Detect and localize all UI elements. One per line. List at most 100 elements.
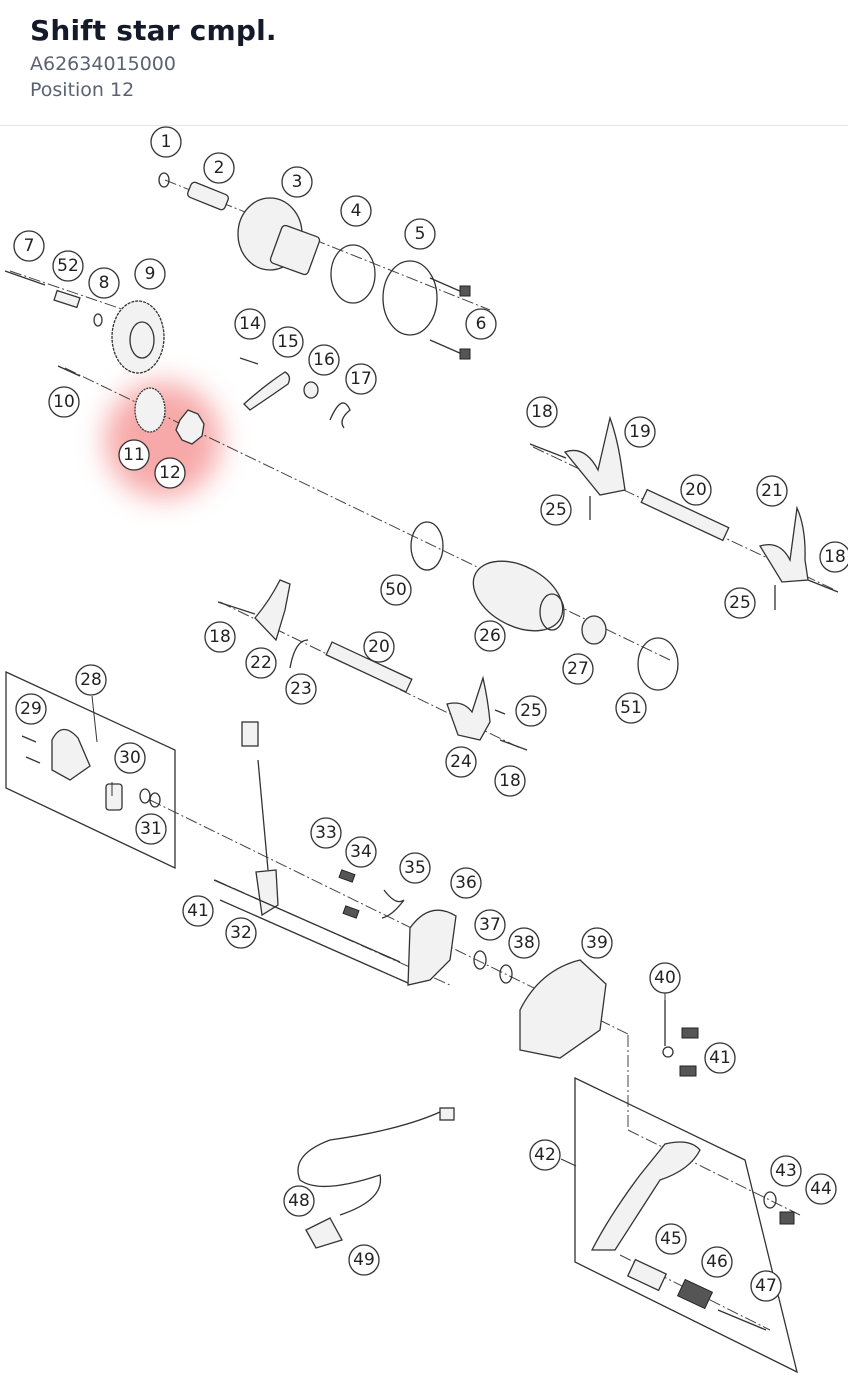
callout-label: 28 xyxy=(80,670,102,690)
callout-32[interactable]: 32 xyxy=(225,917,257,949)
callout-6[interactable]: 6 xyxy=(465,308,497,340)
callout-10[interactable]: 10 xyxy=(48,386,80,418)
callout-49[interactable]: 49 xyxy=(348,1244,380,1276)
callout-label: 45 xyxy=(660,1229,682,1249)
callout-label: 41 xyxy=(187,901,209,921)
callout-18[interactable]: 18 xyxy=(204,621,236,653)
position-label: Position 12 xyxy=(30,79,135,101)
callout-18[interactable]: 18 xyxy=(819,541,848,573)
callout-label: 10 xyxy=(53,392,75,412)
callout-17[interactable]: 17 xyxy=(345,363,377,395)
callout-label: 19 xyxy=(629,422,651,442)
callout-51[interactable]: 51 xyxy=(615,692,647,724)
callout-25[interactable]: 25 xyxy=(540,494,572,526)
callout-11[interactable]: 11 xyxy=(118,439,150,471)
parts xyxy=(4,172,839,1331)
callout-39[interactable]: 39 xyxy=(581,927,613,959)
callout-15[interactable]: 15 xyxy=(272,326,304,358)
callout-38[interactable]: 38 xyxy=(508,927,540,959)
callout-18[interactable]: 18 xyxy=(526,396,558,428)
callout-label: 35 xyxy=(404,858,426,878)
callout-label: 25 xyxy=(729,593,751,613)
callout-label: 51 xyxy=(620,698,642,718)
part-header: Shift star cmpl. A62634015000 Position 1… xyxy=(0,0,848,126)
callout-20[interactable]: 20 xyxy=(680,474,712,506)
callout-29[interactable]: 29 xyxy=(15,693,47,725)
callout-19[interactable]: 19 xyxy=(624,416,656,448)
callout-label: 31 xyxy=(140,819,162,839)
callout-35[interactable]: 35 xyxy=(399,852,431,884)
callout-label: 22 xyxy=(250,653,272,673)
callout-2[interactable]: 2 xyxy=(203,152,235,184)
callout-label: 43 xyxy=(775,1161,797,1181)
callout-label: 1 xyxy=(161,132,172,152)
callout-25[interactable]: 25 xyxy=(724,587,756,619)
callout-46[interactable]: 46 xyxy=(701,1246,733,1278)
callout-41[interactable]: 41 xyxy=(704,1042,736,1074)
callout-label: 44 xyxy=(810,1179,832,1199)
callout-21[interactable]: 21 xyxy=(756,475,788,507)
callout-22[interactable]: 22 xyxy=(245,647,277,679)
callout-label: 12 xyxy=(159,463,181,483)
callout-52[interactable]: 52 xyxy=(52,250,84,282)
callout-18[interactable]: 18 xyxy=(494,765,526,797)
callout-28[interactable]: 28 xyxy=(75,664,107,696)
callout-label: 7 xyxy=(24,236,35,256)
callout-label: 25 xyxy=(520,701,542,721)
callout-40[interactable]: 40 xyxy=(649,962,681,994)
callout-label: 46 xyxy=(706,1252,728,1272)
callout-43[interactable]: 43 xyxy=(770,1155,802,1187)
callout-label: 2 xyxy=(214,158,225,178)
callout-label: 32 xyxy=(230,923,252,943)
callout-45[interactable]: 45 xyxy=(655,1223,687,1255)
callout-label: 20 xyxy=(368,637,390,657)
callout-27[interactable]: 27 xyxy=(562,653,594,685)
callout-label: 11 xyxy=(123,445,145,465)
callout-48[interactable]: 48 xyxy=(283,1185,315,1217)
callout-31[interactable]: 31 xyxy=(135,813,167,845)
callout-label: 23 xyxy=(290,679,312,699)
callout-50[interactable]: 50 xyxy=(380,574,412,606)
callout-30[interactable]: 30 xyxy=(114,742,146,774)
callout-3[interactable]: 3 xyxy=(281,166,313,198)
callout-26[interactable]: 26 xyxy=(474,620,506,652)
callout-1[interactable]: 1 xyxy=(150,126,182,158)
callout-7[interactable]: 7 xyxy=(13,230,45,262)
callout-8[interactable]: 8 xyxy=(88,267,120,299)
callout-44[interactable]: 44 xyxy=(805,1173,837,1205)
part-number: A62634015000 xyxy=(30,53,176,75)
callout-label: 6 xyxy=(476,314,487,334)
callout-label: 41 xyxy=(709,1048,731,1068)
callout-24[interactable]: 24 xyxy=(445,746,477,778)
callout-label: 4 xyxy=(351,201,362,221)
callout-5[interactable]: 5 xyxy=(404,218,436,250)
callout-label: 33 xyxy=(315,823,337,843)
callout-9[interactable]: 9 xyxy=(134,258,166,290)
callout-41[interactable]: 41 xyxy=(182,895,214,927)
callout-label: 29 xyxy=(20,699,42,719)
callout-12[interactable]: 12 xyxy=(154,457,186,489)
callout-label: 27 xyxy=(567,659,589,679)
callout-label: 18 xyxy=(531,402,553,422)
callout-37[interactable]: 37 xyxy=(474,909,506,941)
callout-4[interactable]: 4 xyxy=(340,195,372,227)
callout-label: 17 xyxy=(350,369,372,389)
callout-33[interactable]: 33 xyxy=(310,817,342,849)
group-frames xyxy=(5,670,798,1374)
callout-47[interactable]: 47 xyxy=(750,1270,782,1302)
callout-25[interactable]: 25 xyxy=(515,695,547,727)
callout-label: 50 xyxy=(385,580,407,600)
callout-20[interactable]: 20 xyxy=(363,631,395,663)
callout-label: 25 xyxy=(545,500,567,520)
callout-16[interactable]: 16 xyxy=(308,344,340,376)
callout-label: 18 xyxy=(824,547,846,567)
callout-14[interactable]: 14 xyxy=(234,308,266,340)
callout-label: 38 xyxy=(513,933,535,953)
callout-36[interactable]: 36 xyxy=(450,867,482,899)
callout-label: 49 xyxy=(353,1250,375,1270)
callout-23[interactable]: 23 xyxy=(285,673,317,705)
callout-42[interactable]: 42 xyxy=(529,1139,561,1171)
callout-34[interactable]: 34 xyxy=(345,836,377,868)
exploded-parts-diagram[interactable]: 1234567528910111214151617181920212550262… xyxy=(0,126,848,1390)
